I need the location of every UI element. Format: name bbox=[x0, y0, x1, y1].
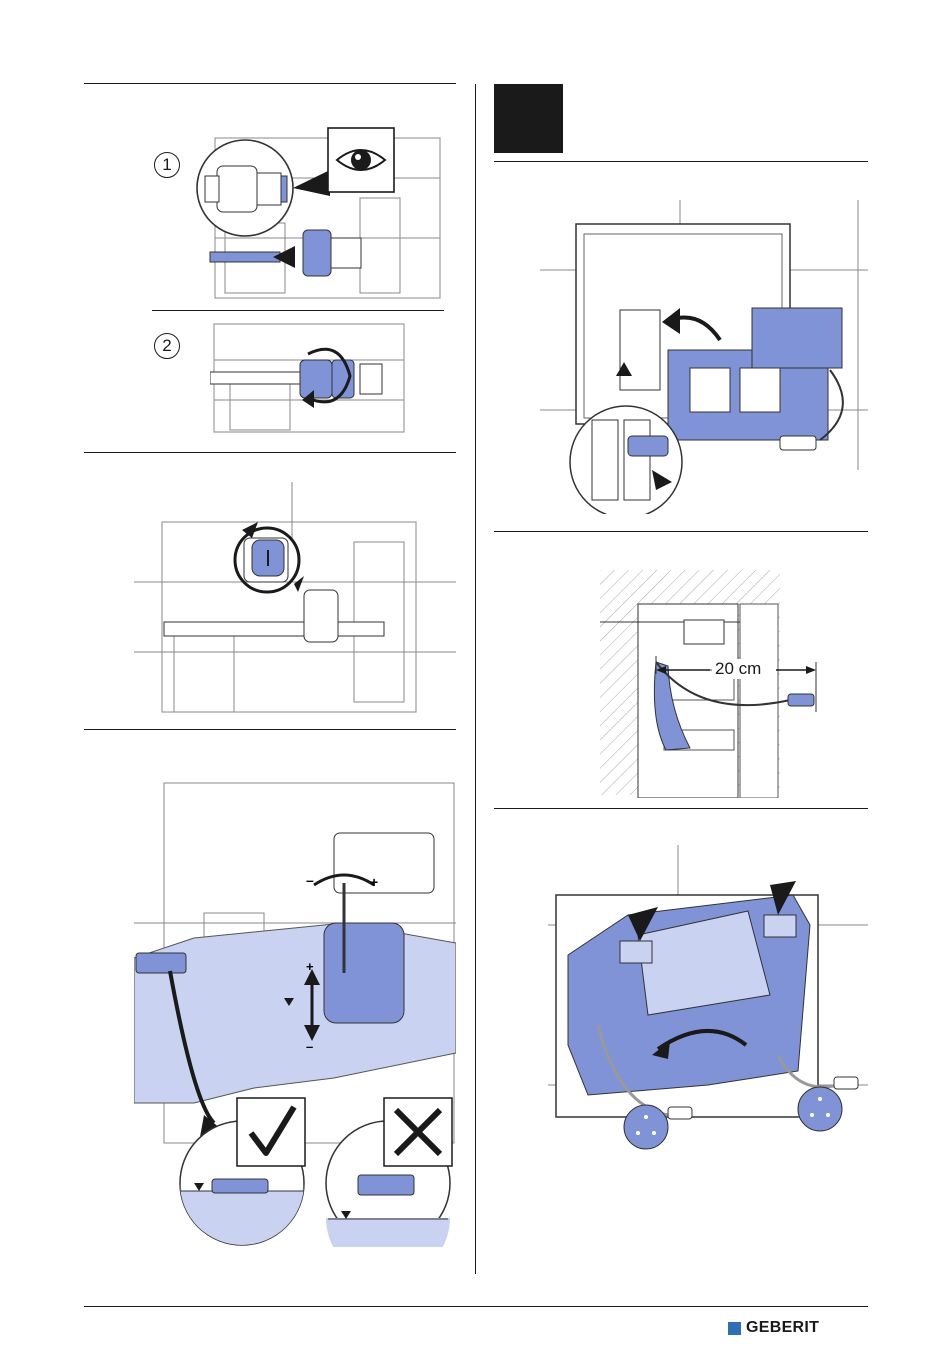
divider-right-3 bbox=[494, 808, 868, 809]
divider-right-2 bbox=[494, 531, 868, 532]
measurement-label: 20 cm bbox=[712, 659, 764, 679]
footer-divider bbox=[84, 1306, 868, 1307]
svg-text:+: + bbox=[306, 959, 314, 974]
divider-left-3 bbox=[84, 729, 456, 730]
cross-icon bbox=[384, 1098, 452, 1166]
column-divider bbox=[475, 84, 476, 1274]
divider-left-2 bbox=[84, 452, 456, 453]
illustration-valve-connection bbox=[195, 118, 445, 303]
eye-icon bbox=[328, 128, 394, 192]
divider-right-top bbox=[494, 161, 868, 162]
brand-square-icon bbox=[728, 1322, 741, 1335]
illustration-stop-valve-rotate bbox=[134, 482, 456, 716]
brand-name: GEBERIT bbox=[746, 1319, 819, 1337]
illustration-valve-tighten bbox=[210, 320, 446, 436]
divider-left-sub bbox=[152, 310, 444, 311]
illustration-cover-plate bbox=[548, 845, 868, 1165]
svg-text:–: – bbox=[306, 1039, 313, 1054]
svg-text:+: + bbox=[370, 874, 378, 890]
illustration-water-level: – + + – bbox=[134, 773, 456, 1247]
svg-text:–: – bbox=[306, 872, 314, 888]
step-number-1: 1 bbox=[154, 152, 180, 178]
step-number-2: 2 bbox=[154, 333, 180, 359]
brand-logo: GEBERIT bbox=[728, 1319, 819, 1337]
illustration-module-insert bbox=[540, 200, 868, 514]
divider-left-top bbox=[84, 83, 456, 84]
section-badge bbox=[494, 84, 563, 153]
illustration-cable-length bbox=[600, 570, 825, 798]
checkmark-icon bbox=[237, 1098, 305, 1166]
